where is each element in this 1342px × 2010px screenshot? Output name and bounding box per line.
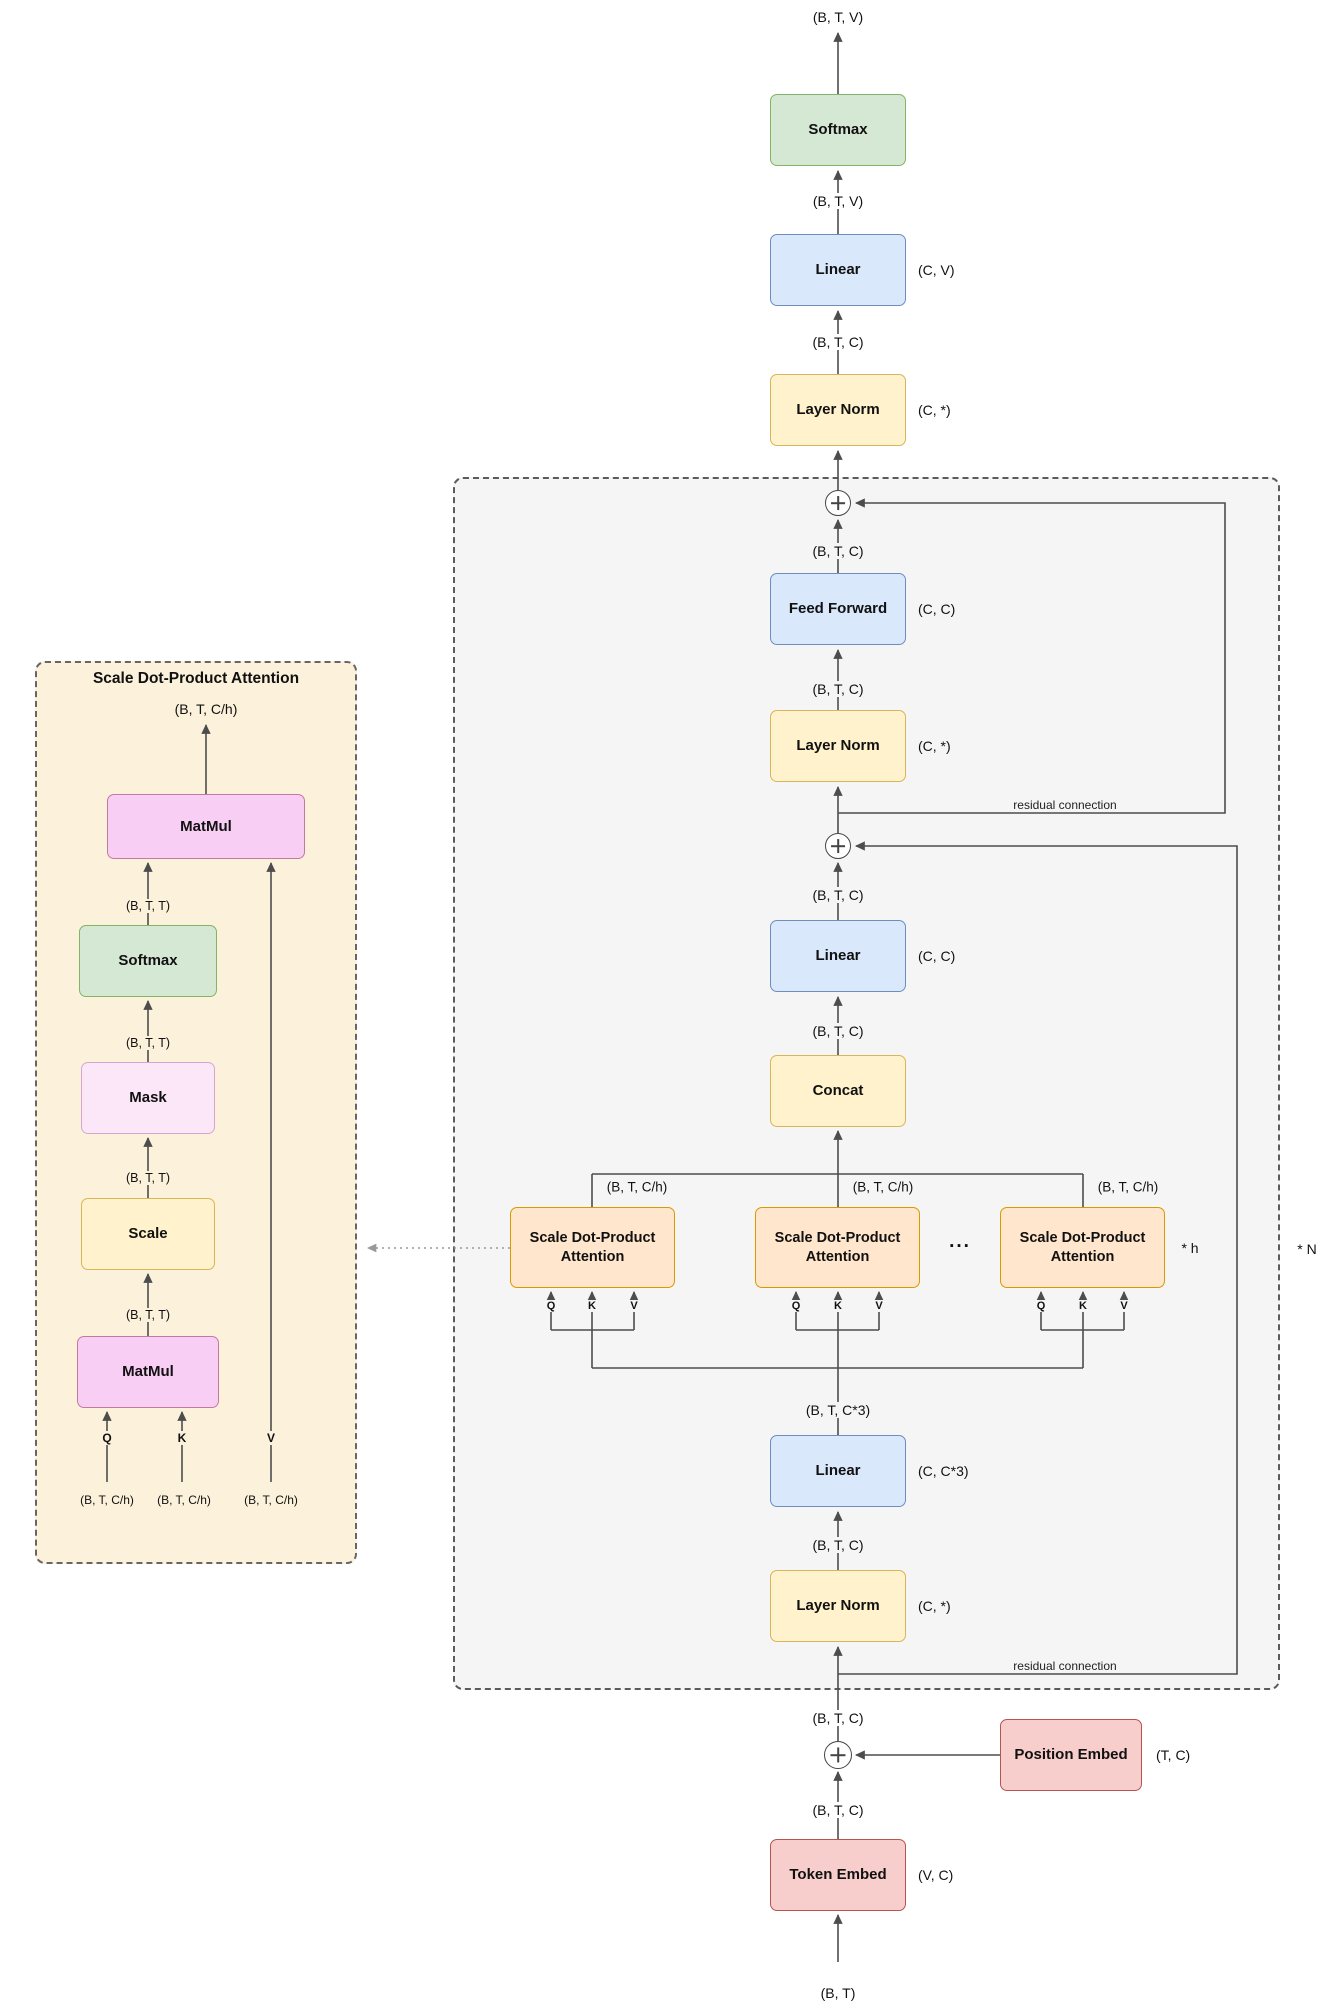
position-embed-box: Position Embed: [1000, 1719, 1142, 1791]
param-label-layer-norm-ff: (C, *): [918, 738, 951, 754]
head-3-k-label: K: [1076, 1300, 1090, 1312]
linear-head-label: Linear: [815, 261, 861, 279]
attention-head-3-box: Scale Dot-Product Attention: [1000, 1207, 1165, 1288]
token-embed-box: Token Embed: [770, 1839, 906, 1911]
head-3-v-label: V: [1117, 1300, 1131, 1312]
softmax-output-box: Softmax: [770, 94, 906, 166]
add-circle-embed: [824, 1741, 852, 1769]
attn-softmax-box: Softmax: [79, 925, 217, 997]
add-circle-ff: [825, 490, 851, 516]
tensor-label-btc-7: (B, T, C): [809, 1710, 867, 1726]
tensor-label-btc-5: (B, T, C): [809, 1023, 867, 1039]
head-1-k-label: K: [585, 1300, 599, 1312]
add-circle-attn: [825, 833, 851, 859]
panel-k-label: K: [174, 1431, 190, 1445]
head-1-v-label: V: [627, 1300, 641, 1312]
layer-norm-ff-label: Layer Norm: [796, 737, 880, 755]
attention-panel-title: Scale Dot-Product Attention: [92, 670, 300, 687]
param-label-token-embed: (V, C): [918, 1867, 954, 1883]
feed-forward-label: Feed Forward: [788, 600, 888, 618]
head-1-q-label: Q: [543, 1300, 559, 1312]
head-2-q-label: Q: [788, 1300, 804, 1312]
head-3-q-label: Q: [1033, 1300, 1049, 1312]
param-label-layer-norm-attn: (C, *): [918, 1598, 951, 1614]
residual-connection-attn-label: residual connection: [1010, 1659, 1120, 1673]
mask-label: Mask: [129, 1089, 167, 1107]
scale-label: Scale: [128, 1225, 168, 1243]
panel-input-v-label: (B, T, C/h): [244, 1493, 298, 1507]
matmul-top-label: MatMul: [180, 817, 232, 835]
linear-head-box: Linear: [770, 234, 906, 306]
panel-btt-4: (B, T, T): [123, 1308, 173, 1322]
linear-proj-box: Linear: [770, 920, 906, 992]
attention-head-1-line2: Attention: [560, 1248, 625, 1265]
mask-box: Mask: [81, 1062, 215, 1134]
attention-head-1-line1: Scale Dot-Product: [529, 1230, 656, 1247]
times-h-label: * h: [1181, 1240, 1199, 1256]
layer-norm-attn-box: Layer Norm: [770, 1570, 906, 1642]
layer-norm-final-box: Layer Norm: [770, 374, 906, 446]
position-embed-label: Position Embed: [1014, 1746, 1128, 1764]
param-label-layer-norm-final: (C, *): [918, 402, 951, 418]
residual-connection-ff-label: residual connection: [1010, 798, 1120, 812]
attention-head-1-box: Scale Dot-Product Attention: [510, 1207, 675, 1288]
panel-v-label: V: [263, 1431, 279, 1445]
panel-btt-3: (B, T, T): [123, 1171, 173, 1185]
tensor-label-input: (B, T): [820, 1985, 856, 2001]
tensor-label-head-out-3: (B, T, C/h): [1097, 1179, 1159, 1195]
layer-norm-final-label: Layer Norm: [796, 401, 880, 419]
times-n-label: * N: [1297, 1241, 1317, 1257]
panel-q-label: Q: [99, 1431, 115, 1445]
tensor-label-btc-8: (B, T, C): [809, 1802, 867, 1818]
heads-ellipsis: ...: [949, 1231, 971, 1252]
panel-input-q-label: (B, T, C/h): [80, 1493, 134, 1507]
tensor-label-btv: (B, T, V): [809, 193, 867, 209]
feed-forward-box: Feed Forward: [770, 573, 906, 645]
linear-qkv-box: Linear: [770, 1435, 906, 1507]
matmul-bottom-label: MatMul: [122, 1363, 174, 1381]
tensor-label-btc-3: (B, T, C): [809, 681, 867, 697]
param-label-linear-proj: (C, C): [918, 948, 956, 964]
token-embed-label: Token Embed: [789, 1866, 887, 1884]
tensor-label-btc3: (B, T, C*3): [802, 1402, 874, 1418]
param-label-feed-forward: (C, C): [918, 601, 956, 617]
panel-input-k-label: (B, T, C/h): [157, 1493, 211, 1507]
attention-head-2-box: Scale Dot-Product Attention: [755, 1207, 920, 1288]
attention-head-2-line2: Attention: [805, 1248, 870, 1265]
head-2-v-label: V: [872, 1300, 886, 1312]
tensor-label-btc-1: (B, T, C): [809, 334, 867, 350]
attention-head-3-line2: Attention: [1050, 1248, 1115, 1265]
layer-norm-attn-label: Layer Norm: [796, 1597, 880, 1615]
attention-head-2-line1: Scale Dot-Product: [774, 1230, 901, 1247]
param-label-linear-head: (C, V): [918, 262, 955, 278]
tensor-label-btc-4: (B, T, C): [809, 887, 867, 903]
head-2-k-label: K: [831, 1300, 845, 1312]
panel-output-label: (B, T, C/h): [174, 701, 238, 717]
concat-box: Concat: [770, 1055, 906, 1127]
tensor-label-head-out-2: (B, T, C/h): [852, 1179, 914, 1195]
panel-btt-1: (B, T, T): [123, 899, 173, 913]
attn-softmax-label: Softmax: [118, 952, 178, 970]
param-label-position-embed: (T, C): [1156, 1747, 1191, 1763]
matmul-top-box: MatMul: [107, 794, 305, 859]
tensor-label-head-out-1: (B, T, C/h): [606, 1179, 668, 1195]
concat-label: Concat: [812, 1082, 864, 1100]
layer-norm-ff-box: Layer Norm: [770, 710, 906, 782]
matmul-bottom-box: MatMul: [77, 1336, 219, 1408]
linear-proj-label: Linear: [815, 947, 861, 965]
panel-btt-2: (B, T, T): [123, 1036, 173, 1050]
softmax-output-label: Softmax: [808, 121, 868, 139]
linear-qkv-label: Linear: [815, 1462, 861, 1480]
tensor-label-btc-2: (B, T, C): [809, 543, 867, 559]
scale-box: Scale: [81, 1198, 215, 1270]
attention-head-3-line1: Scale Dot-Product: [1019, 1230, 1146, 1247]
tensor-label-btc-6: (B, T, C): [809, 1537, 867, 1553]
param-label-linear-qkv: (C, C*3): [918, 1463, 969, 1479]
tensor-label-output: (B, T, V): [812, 9, 864, 25]
